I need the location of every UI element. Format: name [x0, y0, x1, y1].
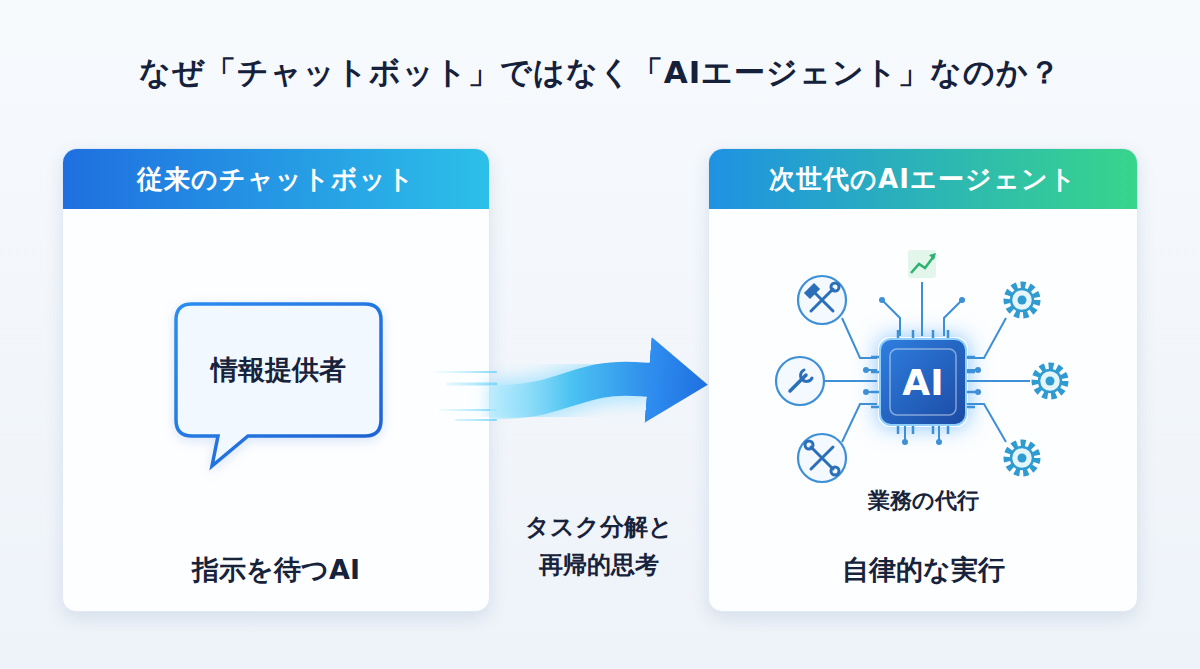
- gear-icons: [1007, 285, 1065, 473]
- bubble-shape: [176, 304, 381, 466]
- card-heading: 従来のチャットボット: [63, 149, 489, 209]
- agent-card: 次世代のAIエージェント業務の代行自律的な実行 AI: [708, 148, 1138, 612]
- card-caption: 指示を待つAI: [63, 545, 489, 595]
- chip-label: AI: [878, 337, 968, 427]
- chip-pins: [871, 330, 975, 434]
- bubble-text: 情報提供者: [176, 304, 381, 436]
- tool-icons: [776, 276, 846, 482]
- chatbot-card: 従来のチャットボット指示を待つAI 情報提供者: [62, 148, 490, 612]
- chart-icon: [908, 250, 936, 278]
- arrow-glow: [490, 379, 650, 402]
- illustration-caption: 業務の代行: [709, 483, 1137, 519]
- ai-chip: AI: [878, 337, 968, 427]
- speed-streaks: [432, 372, 496, 420]
- circuit-dots: [863, 297, 981, 445]
- circuit-traces: [824, 282, 1030, 442]
- diagram-title: なぜ「チャットボット」ではなく「AIエージェント」なのか？: [0, 52, 1200, 94]
- card-caption: 自律的な実行: [709, 545, 1137, 595]
- speech-bubble: 情報提供者: [176, 304, 381, 436]
- arrow-label: タスク分解と 再帰的思考: [514, 508, 684, 585]
- flow-arrow: [490, 379, 650, 402]
- card-heading: 次世代のAIエージェント: [709, 149, 1137, 209]
